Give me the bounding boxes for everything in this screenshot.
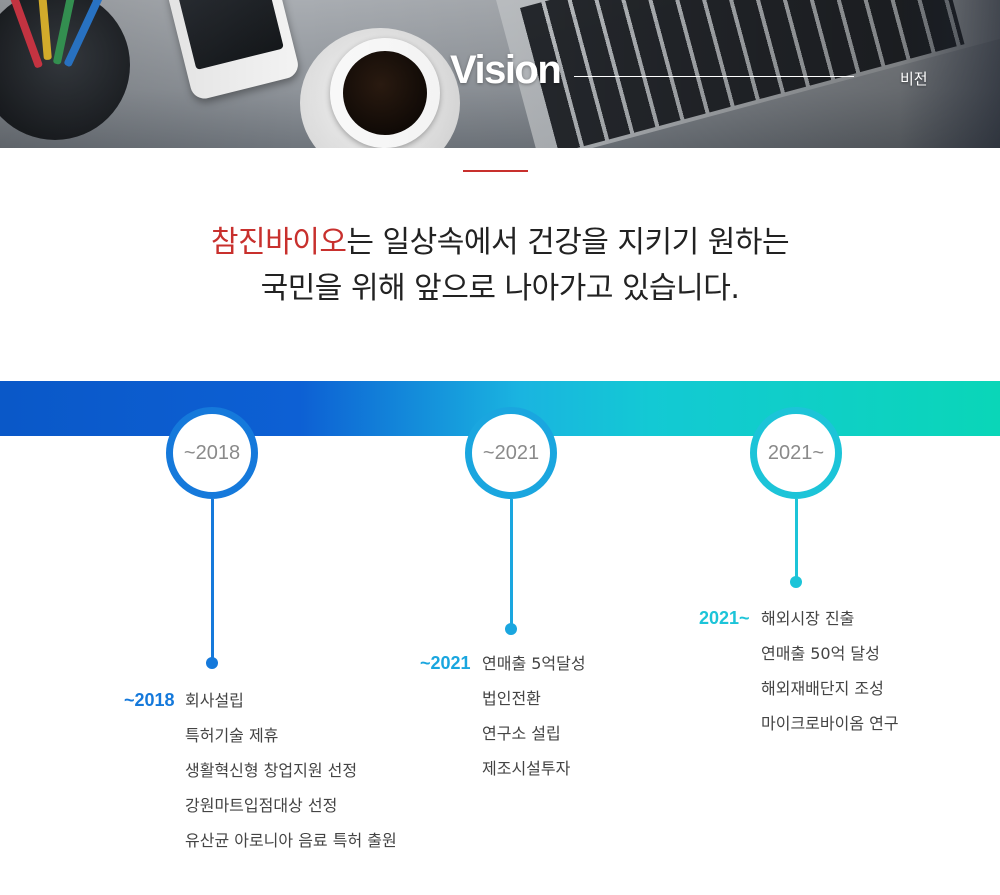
title-divider — [574, 76, 854, 77]
milestone-stem — [211, 499, 214, 665]
milestone-dot — [505, 623, 517, 635]
list-item: 회사설립 — [185, 691, 244, 710]
milestone-ring-2018: ~2018 — [166, 407, 258, 499]
milestone-list: 연매출 5억달성 법인전환 연구소 설립 제조시설투자 — [482, 653, 586, 793]
list-item: 해외시장 진출 — [761, 609, 855, 628]
list-item: 연매출 50억 달성 — [761, 644, 880, 663]
milestone-year-label: 2021~ — [699, 608, 750, 628]
list-item: 제조시설투자 — [482, 759, 571, 778]
milestone-dot — [790, 576, 802, 588]
milestone-ring-2021: ~2021 — [465, 407, 557, 499]
milestone-ring-2021-plus: 2021~ — [750, 407, 842, 499]
list-item: 연구소 설립 — [482, 724, 561, 743]
slogan: 참진바이오는 일상속에서 건강을 지키기 원하는 국민을 위해 앞으로 나아가고… — [0, 220, 1000, 312]
accent-rule — [463, 170, 528, 172]
page-title: Vision — [450, 48, 562, 92]
milestone-list: 해외시장 진출 연매출 50억 달성 해외재배단지 조성 마이크로바이옴 연구 — [761, 608, 899, 748]
list-item: 특허기술 제휴 — [185, 726, 279, 745]
list-item: 마이크로바이옴 연구 — [761, 714, 899, 733]
milestone-stem — [510, 499, 513, 629]
list-item: 강원마트입점대상 선정 — [185, 796, 338, 815]
list-item: 생활혁신형 창업지원 선정 — [185, 761, 358, 780]
slogan-line-1: 참진바이오는 일상속에서 건강을 지키기 원하는 — [0, 220, 1000, 266]
list-item: 유산균 아로니아 음료 특허 출원 — [185, 831, 397, 850]
coffee-image — [343, 51, 427, 135]
milestone-dot — [206, 657, 218, 669]
header-banner — [0, 0, 1000, 148]
slogan-line-2: 국민을 위해 앞으로 나아가고 있습니다. — [260, 271, 740, 306]
milestone-year-label: ~2018 — [124, 690, 175, 710]
milestone-year-label: ~2021 — [420, 653, 471, 673]
list-item: 연매출 5억달성 — [482, 654, 586, 673]
milestone-stem — [795, 499, 798, 583]
milestone-list: 회사설립 특허기술 제휴 생활혁신형 창업지원 선정 강원마트입점대상 선정 유… — [185, 690, 397, 865]
list-item: 해외재배단지 조성 — [761, 679, 884, 698]
slogan-line-1-text: 는 일상속에서 건강을 지키기 원하는 — [346, 225, 790, 260]
list-item: 법인전환 — [482, 689, 541, 708]
page-subtitle: 비전 — [900, 70, 928, 88]
brand-name: 참진바이오 — [210, 225, 347, 260]
